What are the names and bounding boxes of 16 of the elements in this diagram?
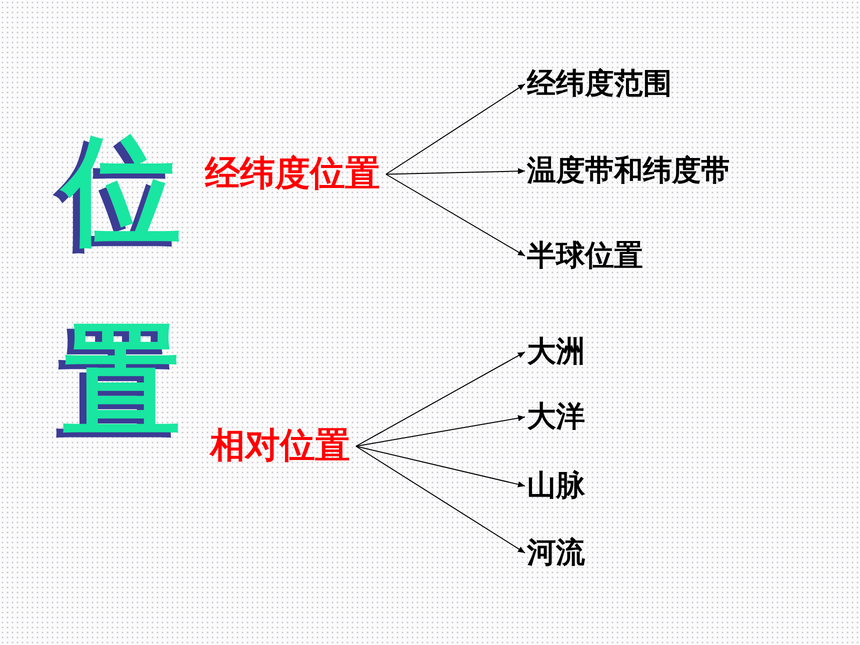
arrow: [356, 415, 526, 447]
item-label: 经纬度范围: [527, 68, 672, 100]
category-label: 经纬度位置: [205, 155, 380, 194]
arrow: [386, 174, 526, 256]
arrow: [386, 83, 526, 175]
category-label: 相对位置: [210, 427, 350, 466]
item-label: 大洋: [527, 401, 585, 433]
item-label: 半球位置: [527, 240, 643, 272]
arrow: [356, 351, 526, 447]
arrow: [386, 168, 526, 175]
item-label: 山脉: [527, 470, 585, 502]
arrow: [356, 446, 526, 488]
item-label: 河流: [527, 537, 585, 569]
item-label: 温度带和纬度带: [527, 155, 730, 187]
arrow: [356, 446, 526, 554]
item-label: 大洲: [527, 336, 585, 368]
